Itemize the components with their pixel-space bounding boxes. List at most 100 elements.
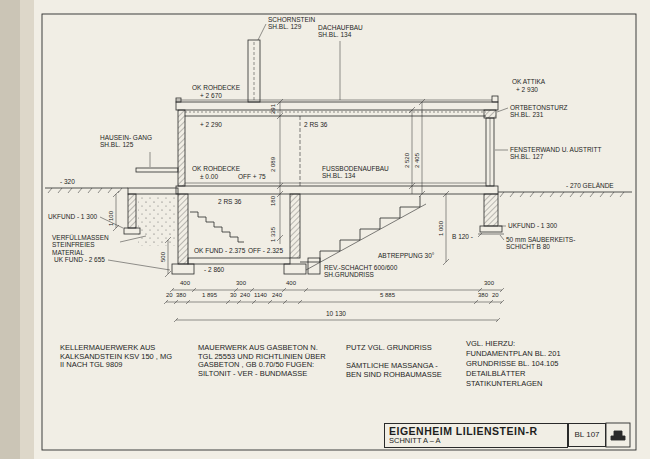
note-text: MAUERWERK AUS GASBETON N. TGL 25553 UND … <box>198 344 326 379</box>
leader-lines <box>150 152 151 167</box>
note-text: VGL. HIERZU: <box>466 340 515 349</box>
dimension-text: 400 <box>180 280 190 287</box>
annotation-label: 2 RS 36 <box>218 198 242 205</box>
dimension-text: 10 130 <box>326 310 346 317</box>
building-outline <box>176 100 492 101</box>
dimension-lines <box>412 110 413 194</box>
title-text: BL 107 <box>574 430 599 439</box>
dimension-lines <box>172 290 502 291</box>
note-text: SÄMTLICHE MASSANGA - BEN SIND ROHBAUMASS… <box>346 362 446 379</box>
title-box: EIGENHEIM LILIENSTEIN-RSCHNITT A – A <box>384 423 568 448</box>
dimension-text: 5 885 <box>380 292 395 299</box>
title-block-frame <box>611 431 625 440</box>
annotation-label: - 320 <box>60 178 75 185</box>
note-text: STATIKUNTERLAGEN <box>466 380 542 389</box>
dimension-text: 240 <box>272 292 282 299</box>
dimension-text: 20 <box>166 292 173 299</box>
building-outline <box>190 212 244 242</box>
building-outline <box>176 98 181 102</box>
dimension-lines <box>174 318 500 322</box>
dimension-lines <box>170 288 504 292</box>
dimension-lines <box>166 302 502 303</box>
annotation-label: OFF - 2.325 <box>248 247 283 254</box>
annotation-label: VERFÜLLMASSEN STEINFREIES MATERIAL <box>52 234 118 256</box>
leader-lines <box>497 108 508 112</box>
leader-lines <box>340 41 341 100</box>
building-outline <box>498 192 632 193</box>
dimension-text: 380 <box>176 292 186 299</box>
building-outline <box>248 40 260 102</box>
building-outline <box>284 264 306 274</box>
building-outline <box>178 110 185 186</box>
building-outline <box>306 204 426 270</box>
annotation-label: FENSTERWAND U. AUSTRITT SH.BL. 127 <box>510 146 602 161</box>
dimension-lines <box>280 102 281 244</box>
annotation-label: + 2 930 <box>516 86 538 93</box>
leader-lines <box>495 150 508 151</box>
dimension-lines <box>277 99 283 241</box>
annotation-label: UK FUND - 2 655 <box>54 256 105 263</box>
building-outline <box>45 40 632 274</box>
building-outline <box>478 234 504 235</box>
dimension-text: 1 335 <box>270 227 276 242</box>
building-outline <box>484 194 498 226</box>
building-outline <box>138 196 176 246</box>
annotation-label: + 2 670 <box>200 92 222 99</box>
annotation-label: HAUSEIN- GANG SH.BL. 125 <box>100 134 158 149</box>
dimension-text: 291 <box>270 104 276 114</box>
dimension-text: 300 <box>236 280 246 287</box>
annotation-label: + 2 290 <box>200 121 222 128</box>
annotation-label: 2 RS 36 <box>304 121 328 128</box>
annotation-label: B 120 - <box>452 233 473 240</box>
note-text: GRUNDRISSE BL. 104.105 <box>466 360 559 369</box>
building-outline <box>128 194 136 228</box>
leader-lines <box>499 226 506 227</box>
leader-lines <box>500 235 504 240</box>
building-outline <box>172 264 194 274</box>
building-outline <box>188 258 290 264</box>
building-outline <box>176 102 498 110</box>
dimension-text: 380 <box>478 292 488 299</box>
building-outline <box>290 194 300 258</box>
annotation-label: OK FUND - 2.375 <box>194 247 245 254</box>
sheet-number-box: BL 107 <box>568 423 606 447</box>
dimension-text: 20 <box>492 292 499 299</box>
dimension-lines <box>446 194 447 262</box>
annotation-label: UKFUND - 1 300 <box>508 222 557 229</box>
building-outline <box>178 194 188 264</box>
building-outline <box>486 118 494 186</box>
annotation-label: UKFUND - 1 300 <box>48 213 97 220</box>
dimension-lines <box>116 194 117 228</box>
leader-lines <box>478 233 482 237</box>
dimension-text: 240 <box>240 292 250 299</box>
dimension-lines <box>419 99 425 197</box>
annotation-label: OK ATTIKA <box>512 78 545 85</box>
building-outline <box>185 183 486 184</box>
building-outline <box>128 188 178 194</box>
leader-lines <box>258 24 266 40</box>
building-outline <box>176 186 498 194</box>
dimension-lines <box>409 107 415 189</box>
building-outline <box>490 118 491 186</box>
subtitle-text: SCHNITT A – A <box>389 437 441 446</box>
building-outline <box>185 112 486 113</box>
paper <box>20 0 650 459</box>
dimension-text: 1 000 <box>438 221 444 236</box>
annotation-label: REV.-SCHACHT 600/600 SH.GRUNDRISS <box>324 264 414 279</box>
dimension-text: 2 405 <box>414 153 420 168</box>
dimension-text: 300 <box>484 280 494 287</box>
title-text: EIGENHEIM LILIENSTEIN-R <box>389 425 538 437</box>
building-outline <box>124 228 140 234</box>
note-text: PUTZ VGL. GRUNDRISS <box>346 344 432 353</box>
dimension-lines <box>164 300 504 304</box>
annotation-label: 50 mm SAUBERKEITS- SCHICHT B 80 <box>506 236 586 251</box>
building-outline <box>500 192 624 197</box>
dimension-text: 2 089 <box>270 157 276 172</box>
dimension-text: 1 100 <box>108 211 114 226</box>
dimension-text: 30 <box>230 292 237 299</box>
building-outline <box>480 226 502 232</box>
